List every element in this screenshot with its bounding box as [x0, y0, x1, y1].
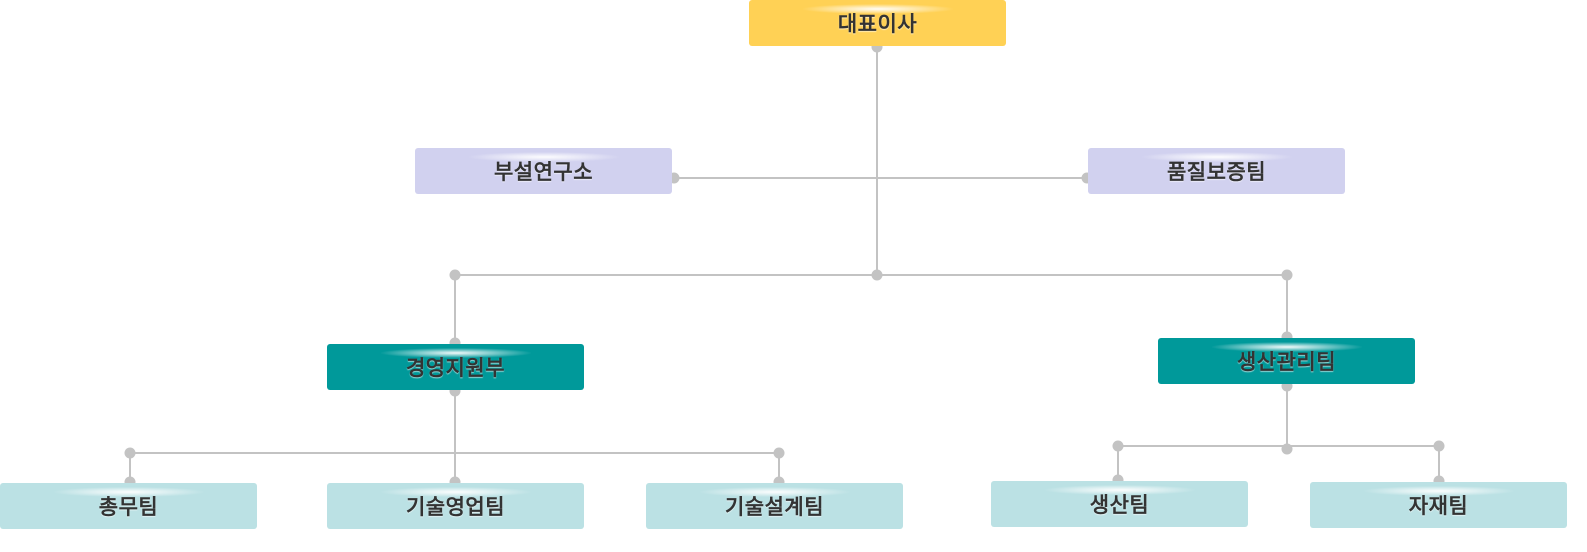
connector-joint [449, 269, 461, 281]
node-management-support: 경영지원부 [327, 344, 584, 390]
connector-joint [773, 447, 785, 459]
connector-joint [124, 447, 136, 459]
node-production-team-label: 생산팀 [1089, 493, 1150, 517]
node-ceo: 대표이사 [749, 0, 1006, 46]
connector-joint [871, 269, 883, 281]
connector-joint [1112, 440, 1124, 452]
node-general-affairs-label: 총무팀 [98, 495, 159, 519]
node-quality-assurance-label: 품질보증팀 [1166, 160, 1267, 184]
node-technical-sales-label: 기술영업팀 [405, 495, 506, 519]
node-quality-assurance: 품질보증팀 [1088, 148, 1345, 194]
connector-joint [1281, 269, 1293, 281]
node-materials-team-label: 자재팀 [1408, 494, 1469, 518]
connector-joint [1281, 443, 1293, 455]
node-ceo-label: 대표이사 [837, 12, 918, 36]
node-technical-design: 기술설계팀 [646, 483, 903, 529]
node-general-affairs: 총무팀 [0, 483, 257, 529]
node-research-lab-label: 부설연구소 [493, 160, 594, 184]
node-production-management: 생산관리팀 [1158, 338, 1415, 384]
node-production-management-label: 생산관리팀 [1236, 350, 1337, 374]
node-production-team: 생산팀 [991, 481, 1248, 527]
node-technical-sales: 기술영업팀 [327, 483, 584, 529]
connector-joint [1433, 440, 1445, 452]
node-management-support-label: 경영지원부 [405, 356, 506, 380]
node-materials-team: 자재팀 [1310, 482, 1567, 528]
node-research-lab: 부설연구소 [415, 148, 672, 194]
node-technical-design-label: 기술설계팀 [724, 495, 825, 519]
